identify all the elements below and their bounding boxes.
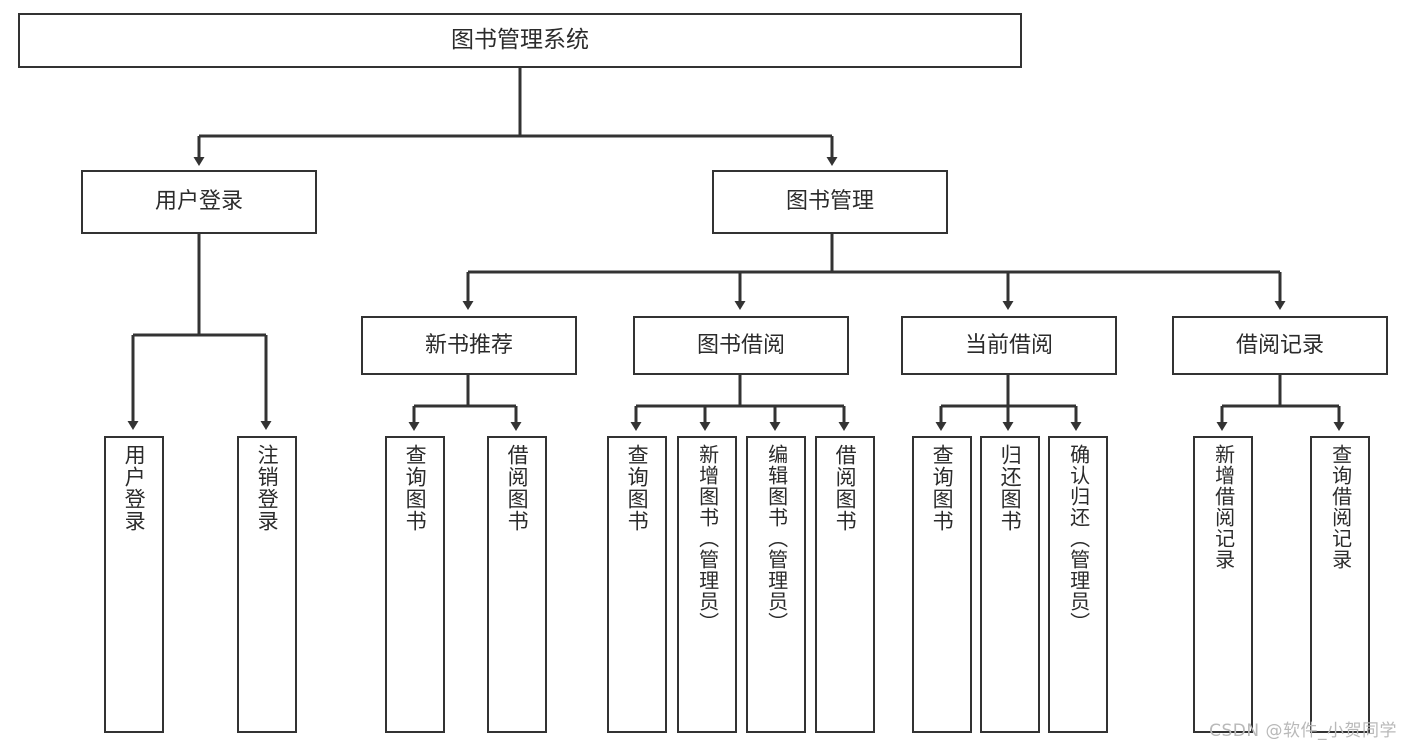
node-label: 图书管理系统 xyxy=(451,26,589,53)
node-label: 当前借阅 xyxy=(964,332,1053,358)
node-label: 用户登录 xyxy=(122,444,147,532)
node-book-borrow[interactable]: 图书借阅 xyxy=(633,316,849,375)
node-root-book-management-system[interactable]: 图书管理系统 xyxy=(18,13,1022,68)
node-label: 新增图书（管理员） xyxy=(695,444,720,633)
node-leaf-user-logout[interactable]: 注销登录 xyxy=(237,436,297,733)
node-label: 编辑图书（管理员） xyxy=(764,444,789,633)
node-leaf-return-book[interactable]: 归还图书 xyxy=(980,436,1040,733)
node-leaf-borrow-book-recommend[interactable]: 借阅图书 xyxy=(487,436,547,733)
node-label: 归还图书 xyxy=(998,444,1023,532)
node-leaf-add-borrow-record[interactable]: 新增借阅记录 xyxy=(1193,436,1253,733)
node-label: 用户登录 xyxy=(154,189,243,215)
node-label: 图书管理 xyxy=(785,189,874,215)
node-label: 图书借阅 xyxy=(696,332,785,358)
node-label: 注销登录 xyxy=(255,444,280,532)
node-leaf-confirm-return[interactable]: 确认归还（管理员） xyxy=(1048,436,1108,733)
node-leaf-user-login[interactable]: 用户登录 xyxy=(104,436,164,733)
node-leaf-query-book-borrow[interactable]: 查询图书 xyxy=(607,436,667,733)
node-label: 查询借阅记录 xyxy=(1328,444,1353,570)
node-book-management[interactable]: 图书管理 xyxy=(712,170,948,234)
node-label: 确认归还（管理员） xyxy=(1066,444,1091,633)
node-current-borrow[interactable]: 当前借阅 xyxy=(901,316,1117,375)
node-leaf-edit-book[interactable]: 编辑图书（管理员） xyxy=(746,436,806,733)
node-label: 查询图书 xyxy=(930,444,955,532)
node-leaf-add-book[interactable]: 新增图书（管理员） xyxy=(677,436,737,733)
node-leaf-query-book-current[interactable]: 查询图书 xyxy=(912,436,972,733)
csdn-watermark: CSDN @软件_小贺同学 xyxy=(1209,721,1397,741)
node-user-login[interactable]: 用户登录 xyxy=(81,170,317,234)
node-label: 查询图书 xyxy=(625,444,650,532)
node-label: 借阅图书 xyxy=(505,444,530,532)
node-leaf-borrow-book[interactable]: 借阅图书 xyxy=(815,436,875,733)
node-label: 新增借阅记录 xyxy=(1211,444,1236,570)
node-label: 查询图书 xyxy=(403,444,428,532)
node-label: 借阅记录 xyxy=(1235,332,1324,358)
node-borrow-record[interactable]: 借阅记录 xyxy=(1172,316,1388,375)
node-label: 借阅图书 xyxy=(833,444,858,532)
node-new-book-recommend[interactable]: 新书推荐 xyxy=(361,316,577,375)
node-leaf-query-book-recommend[interactable]: 查询图书 xyxy=(385,436,445,733)
node-leaf-query-borrow-record[interactable]: 查询借阅记录 xyxy=(1310,436,1370,733)
node-label: 新书推荐 xyxy=(424,332,513,358)
